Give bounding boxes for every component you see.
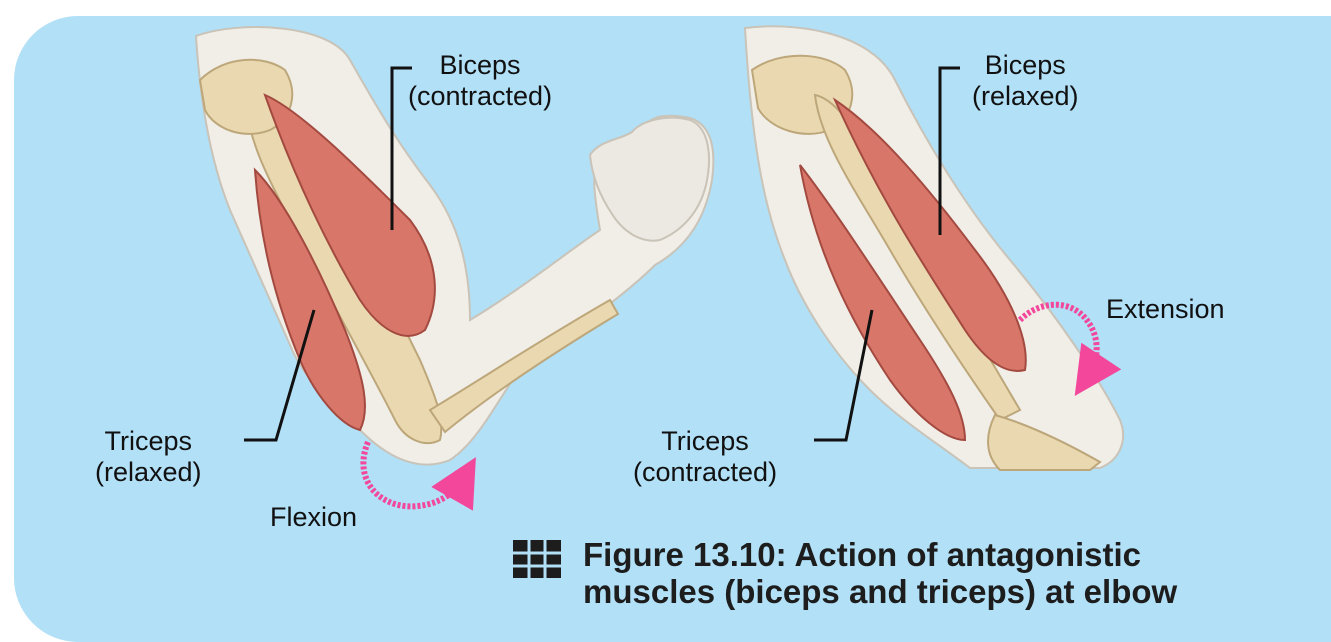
right-biceps-name: Biceps — [972, 50, 1079, 81]
caption-line-2: muscles (biceps and triceps) at elbow — [583, 573, 1177, 610]
grid-icon — [513, 540, 561, 578]
left-triceps-name: Triceps — [95, 426, 202, 457]
right-triceps-label: Triceps (contracted) — [633, 426, 777, 488]
left-biceps-state: (contracted) — [408, 81, 552, 112]
extension-label: Extension — [1106, 294, 1225, 325]
caption-line-1: Figure 13.10: Action of antagonistic — [583, 536, 1177, 573]
right-triceps-name: Triceps — [633, 426, 777, 457]
right-biceps-label: Biceps (relaxed) — [972, 50, 1079, 112]
left-biceps-name: Biceps — [408, 50, 552, 81]
right-biceps-state: (relaxed) — [972, 81, 1079, 112]
figure-caption: Figure 13.10: Action of antagonistic mus… — [583, 536, 1177, 610]
flexion-label: Flexion — [270, 502, 357, 533]
left-biceps-label: Biceps (contracted) — [408, 50, 552, 112]
left-triceps-state: (relaxed) — [95, 457, 202, 488]
left-triceps-label: Triceps (relaxed) — [95, 426, 202, 488]
right-triceps-state: (contracted) — [633, 457, 777, 488]
